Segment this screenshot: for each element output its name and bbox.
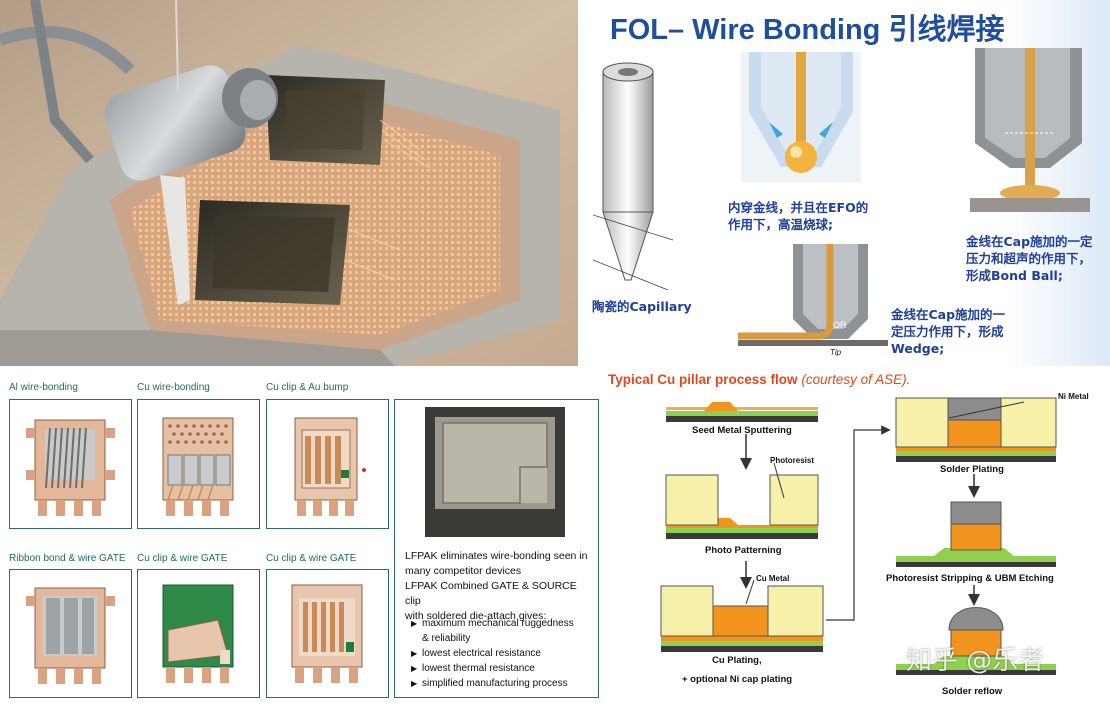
lfpak-panel: Al wire-bonding Cu wire-bonding Cu clip … (0, 368, 602, 707)
fol-title-en: FOL– Wire Bonding (610, 14, 881, 46)
tip-label: Tip (830, 348, 842, 356)
cell-label-cu-wire: Cu wire-bonding (137, 382, 210, 393)
caption-cu-plating: Cu Plating, (712, 655, 762, 666)
cell-label-cu-clip-wire-2: Cu clip & wire GATE (266, 553, 357, 564)
label-ni-metal: Ni Metal (1058, 392, 1089, 401)
cu-pillar-flow-diagram (660, 397, 1057, 675)
package-cu-wire (137, 399, 260, 529)
benefit-item: ▶ simplified manufacturing process (408, 676, 594, 691)
fol-title: FOL– Wire Bonding 引线焊接 (610, 6, 1004, 48)
or-label: OR (833, 320, 847, 330)
bullet-icon: ▶ (411, 619, 418, 628)
label-cu-metal: Cu Metal (756, 574, 790, 583)
fol-wire-bonding-panel: FOL– Wire Bonding 引线焊接 陶瓷的Capillary 内穿金线… (578, 0, 1110, 366)
package-cu-clip-wire-1-drawing (162, 584, 234, 683)
benefit-text: lowest thermal resistance (422, 663, 535, 674)
wedge-caption-line3: Wedge; (891, 341, 945, 356)
package-cu-clip-au (266, 399, 389, 529)
benefit-text: lowest electrical resistance (422, 648, 541, 659)
bond-ball-caption-line3: 形成Bond Ball; (966, 268, 1063, 283)
lfpak-desc: LFPAK eliminates wire-bonding seen in ma… (405, 549, 595, 624)
wire-bonder-photo-image (0, 0, 578, 366)
step-cu-plating (660, 579, 824, 652)
package-cu-clip-au-drawing (294, 417, 366, 516)
wedge-caption: 金线在Cap施加的一 定压力作用下，形成 Wedge; (891, 306, 1005, 357)
package-cu-clip-wire-2-drawing (291, 584, 363, 683)
caption-seed: Seed Metal Sputtering (692, 425, 792, 436)
efo-caption-line2: 作用下，高温烧球; (728, 217, 833, 232)
cell-label-al-wire: Al wire-bonding (9, 382, 78, 393)
lfpak-desc-line2: many competitor devices (405, 565, 522, 577)
benefit-text: simplified manufacturing process (422, 678, 568, 689)
capillary-caption: 陶瓷的Capillary (592, 299, 692, 314)
lfpak-desc-line4: with soldered die-attach gives: (405, 610, 547, 622)
benefit-item: & reliability (408, 631, 594, 646)
bond-ball-illustration (970, 48, 1090, 212)
step-solder-reflow (896, 607, 1056, 675)
caption-photo: Photo Patterning (705, 545, 782, 556)
cell-label-ribbon-bond: Ribbon bond & wire GATE (9, 553, 126, 564)
lfpak-description-box: LFPAK eliminates wire-bonding seen in ma… (394, 399, 599, 698)
bond-ball-caption: 金线在Cap施加的一定 压力和超声的作用下， 形成Bond Ball; (966, 233, 1093, 284)
caption-stripping: Photoresist Stripping & UBM Etching (886, 573, 1054, 584)
wedge-caption-line1: 金线在Cap施加的一 (891, 307, 1006, 322)
package-ribbon-bond (9, 569, 132, 698)
benefit-item: ▶ maximum mechanical ruggedness (408, 616, 594, 631)
package-cu-clip-wire-1 (137, 569, 260, 698)
step-seed-sputtering (666, 402, 818, 422)
bond-ball-caption-line2: 压力和超声的作用下， (966, 251, 1092, 266)
step-solder-plating (895, 397, 1057, 462)
wire-bonder-photo (0, 0, 578, 366)
lfpak-desc-line1: LFPAK eliminates wire-bonding seen in (405, 550, 588, 562)
benefit-text: & reliability (422, 633, 471, 644)
caption-reflow: Solder reflow (942, 686, 1003, 697)
wedge-caption-line2: 定压力作用下，形成 (891, 324, 1004, 339)
wedge-illustration: OR Tip (738, 244, 888, 356)
benefit-item: ▶ lowest electrical resistance (408, 646, 594, 661)
capillary-illustration (593, 62, 674, 290)
fol-title-cn: 引线焊接 (888, 12, 1005, 46)
cu-pillar-panel: Typical Cu pillar process flow (courtesy… (604, 368, 1110, 707)
cu-title: Typical Cu pillar process flow (courtesy… (608, 372, 910, 387)
efo-ball-illustration (741, 52, 861, 182)
lfpak-die-photo (425, 407, 565, 537)
step-photo-patterning (665, 462, 819, 539)
bullet-icon: ▶ (411, 649, 418, 658)
lfpak-desc-line3: LFPAK Combined GATE & SOURCE clip (405, 580, 577, 607)
package-al-wire-drawing (26, 419, 115, 516)
caption-solder-plating: Solder Plating (940, 464, 1004, 475)
package-al-wire (9, 399, 132, 529)
benefit-text: maximum mechanical ruggedness (422, 618, 574, 629)
cell-label-cu-clip-wire-1: Cu clip & wire GATE (137, 553, 228, 564)
cu-title-main: Typical Cu pillar process flow (608, 372, 798, 387)
cu-title-note: (courtesy of ASE). (801, 372, 911, 387)
benefit-item: ▶ lowest thermal resistance (408, 661, 594, 676)
lfpak-benefits-list: ▶ maximum mechanical ruggedness & reliabi… (408, 616, 594, 691)
zhihu-watermark: 知乎 @乐者 (906, 646, 1045, 676)
efo-caption-line1: 内穿金线，并且在EFO的 (728, 200, 869, 215)
bullet-icon: ▶ (411, 679, 418, 688)
package-cu-clip-wire-2 (266, 569, 389, 698)
step-photoresist-stripping (896, 501, 1056, 567)
package-ribbon-bond-drawing (26, 587, 115, 684)
bullet-icon: ▶ (411, 664, 418, 673)
package-cu-wire-drawing (162, 417, 234, 516)
bond-ball-caption-line1: 金线在Cap施加的一定 (966, 234, 1093, 249)
efo-caption: 内穿金线，并且在EFO的 作用下，高温烧球; (728, 199, 868, 233)
cell-label-cu-clip-au: Cu clip & Au bump (266, 382, 349, 393)
label-photoresist: Photoresist (770, 456, 815, 465)
caption-cu-plating-note: + optional Ni cap plating (682, 674, 793, 685)
